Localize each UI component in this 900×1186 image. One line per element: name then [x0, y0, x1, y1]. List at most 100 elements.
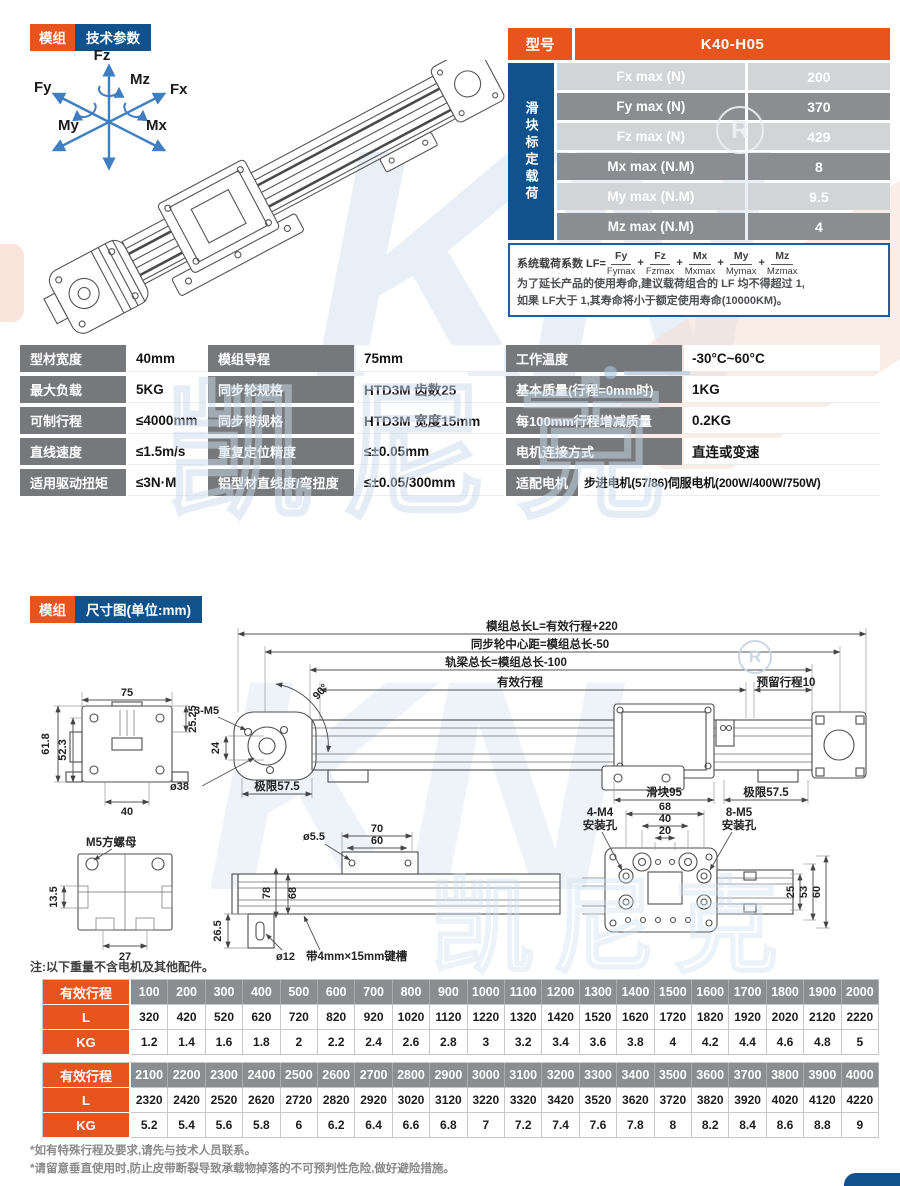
model-value: K40-H05 — [575, 28, 890, 60]
axis-label-my: My — [58, 117, 79, 134]
length-value: 1320 — [505, 1005, 543, 1030]
length-value: 3120 — [430, 1088, 468, 1113]
fraction-numerator: Mz — [771, 250, 794, 265]
weight-value: 5 — [841, 1030, 879, 1055]
weight-value: 8.6 — [766, 1113, 805, 1138]
length-value: 4120 — [804, 1088, 842, 1113]
load-param-name: Mx max (N.M) — [557, 153, 745, 180]
length-value: 1820 — [692, 1005, 730, 1030]
dim-68b: 68 — [659, 801, 671, 813]
load-param-value: 4 — [747, 213, 890, 240]
weight-value: 6.4 — [355, 1113, 393, 1138]
dim-61-8: 61.8 — [40, 733, 52, 754]
weight-value: 1.2 — [131, 1030, 169, 1055]
load-table-row: Mz max (N.M)4 — [557, 213, 890, 240]
weight-value: 8 — [654, 1113, 692, 1138]
load-param-name: Fy max (N) — [557, 93, 745, 120]
stroke-value: 1500 — [654, 980, 692, 1005]
dim-75: 75 — [121, 687, 133, 699]
fraction-denominator: Fymax — [606, 265, 636, 277]
stroke-value: 100 — [131, 980, 169, 1005]
spec-label: 同步轮规格 — [208, 376, 354, 403]
length-value: 2320 — [131, 1088, 169, 1113]
spec-label: 基本质量(行程=0mm时) — [506, 376, 682, 403]
dim-m5-square-nut: M5方螺母 — [86, 835, 137, 849]
fraction-denominator: Mymax — [725, 265, 757, 277]
stroke-value: 4000 — [841, 1063, 879, 1088]
dim-diameter-5-5: ø5.5 — [303, 831, 325, 843]
length-value: 3920 — [729, 1088, 767, 1113]
dim-40b: 40 — [659, 813, 671, 825]
length-value: 3320 — [505, 1088, 543, 1113]
stroke-value: 500 — [280, 980, 318, 1005]
formula-prefix: 系统载荷系数 LF= — [517, 258, 606, 270]
weight-value: 5.2 — [131, 1113, 169, 1138]
length-value: 920 — [355, 1005, 393, 1030]
weight-value: 9 — [841, 1113, 879, 1138]
length-value: 4020 — [766, 1088, 805, 1113]
stroke-value: 3300 — [579, 1063, 618, 1088]
spec-value: 1KG — [684, 376, 880, 403]
dim-diameter-38: ø38 — [170, 781, 189, 793]
footnote-vertical-use: *请留意垂直使用时,防止皮带断裂导致承载物掉落的不可预判性危险,做好避险措施。 — [30, 1163, 455, 1176]
stroke-value: 400 — [243, 980, 281, 1005]
dimension-drawing: 模组总长L=有效行程+220 同步轮中心距=模组总长-50 轨梁总长=模组总长-… — [40, 620, 867, 963]
dim-60b: 60 — [811, 886, 823, 898]
load-table-row: Mx max (N.M)8 — [557, 153, 890, 180]
badge-tag: 模组 — [30, 596, 75, 623]
length-value: 520 — [205, 1005, 244, 1030]
fraction-numerator: Mx — [688, 250, 712, 265]
weight-note: 注:以下重量不含电机及其他配件。 — [30, 960, 214, 974]
load-param-value: 8 — [747, 153, 890, 180]
dim-rail-total-length: 轨梁总长=模组总长-100 — [445, 655, 567, 669]
dim-24: 24 — [210, 741, 222, 754]
length-value: 3720 — [654, 1088, 692, 1113]
weight-value: 3.4 — [542, 1030, 580, 1055]
load-param-name: Mz max (N.M) — [557, 213, 745, 240]
stroke-value: 1400 — [617, 980, 655, 1005]
weight-value: 7.2 — [505, 1113, 543, 1138]
spec-value: HTD3M 齿数25 — [356, 376, 504, 403]
dim-limit-right: 极限57.5 — [743, 785, 789, 799]
dim-68: 68 — [287, 887, 299, 899]
section-technical-params-header: 模组 技术参数 — [30, 24, 151, 51]
length-value: 2420 — [168, 1088, 206, 1113]
badge-tag: 模组 — [30, 24, 75, 51]
stroke-value: 3900 — [804, 1063, 842, 1088]
length-value: 1920 — [729, 1005, 767, 1030]
weight-row-label: KG — [43, 1113, 131, 1138]
weight-value: 6 — [280, 1113, 318, 1138]
mx-rotation-arrow — [123, 102, 148, 122]
stroke-value: 2100 — [131, 1063, 169, 1088]
stroke-value: 1100 — [505, 980, 543, 1005]
dim-40: 40 — [121, 806, 133, 818]
length-value: 320 — [131, 1005, 169, 1030]
load-param-value: 429 — [747, 123, 890, 150]
weight-value: 2.6 — [392, 1030, 431, 1055]
length-value: 1420 — [542, 1005, 580, 1030]
load-param-value: 370 — [747, 93, 890, 120]
spec-value: 直连或变速 — [684, 438, 880, 465]
weight-value: 2.8 — [430, 1030, 468, 1055]
label-8-m5: 8-M5 — [726, 807, 753, 819]
stroke-value: 3200 — [542, 1063, 580, 1088]
footnotes: *如有特殊行程及要求,请先与技术人员联系。 *请留意垂直使用时,防止皮带断裂导致… — [30, 1142, 455, 1179]
weight-value: 5.4 — [168, 1113, 206, 1138]
load-table-row: Fy max (N)370 — [557, 93, 890, 120]
load-param-value: 9.5 — [747, 183, 890, 210]
stroke-value: 300 — [205, 980, 244, 1005]
stroke-value: 1300 — [579, 980, 618, 1005]
spec-value: ≤1.5m/s — [128, 438, 206, 465]
length-value: 2820 — [318, 1088, 356, 1113]
length-value: 1620 — [617, 1005, 655, 1030]
length-value: 1120 — [430, 1005, 468, 1030]
weight-value: 4.8 — [804, 1030, 842, 1055]
load-param-name: Fz max (N) — [557, 123, 745, 150]
weight-value: 8.8 — [804, 1113, 842, 1138]
dim-reserved-stroke: 预留行程10 — [757, 675, 816, 689]
